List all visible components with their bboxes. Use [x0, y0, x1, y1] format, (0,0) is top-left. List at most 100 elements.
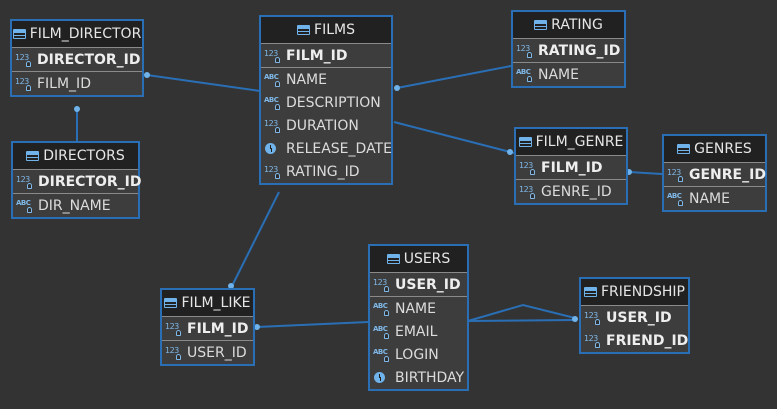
- column-name: USER_ID: [395, 276, 461, 293]
- number-type-icon: 123: [165, 346, 183, 360]
- column-row[interactable]: 123 DURATION: [261, 114, 391, 137]
- lock-icon: [176, 353, 181, 360]
- text-type-icon: ABC: [373, 302, 391, 316]
- column-name: EMAIL: [395, 323, 438, 340]
- table-title: RATING: [551, 17, 603, 33]
- primary-key-column[interactable]: 123 FRIEND_ID: [581, 329, 688, 352]
- column-name: BIRTHDAY: [395, 369, 465, 386]
- column-name: RATING_ID: [538, 42, 621, 59]
- link-film-genre-genres: [628, 171, 663, 175]
- link-endpoint: [507, 149, 513, 155]
- table-icon: [534, 20, 548, 30]
- column-name: FRIEND_ID: [606, 332, 689, 349]
- link-endpoint: [144, 72, 150, 78]
- number-type-icon: 123: [584, 334, 602, 348]
- table-icon: [677, 144, 691, 154]
- link-film-director-films: [146, 74, 261, 92]
- number-type-icon: 123: [519, 185, 537, 199]
- table-title: FILM_GENRE: [535, 134, 624, 150]
- column-name: DESCRIPTION: [286, 94, 381, 111]
- lock-icon: [384, 355, 389, 362]
- table-icon: [297, 25, 311, 35]
- table-title: FILM_DIRECTOR: [29, 26, 142, 42]
- table-icon: [12, 29, 26, 39]
- table-icon: [386, 254, 400, 264]
- number-type-icon: 123: [667, 168, 685, 182]
- column-name: RATING_ID: [286, 163, 360, 180]
- column-row[interactable]: ABC EMAIL: [370, 320, 467, 343]
- number-type-icon: 123: [264, 119, 282, 133]
- column-row[interactable]: BIRTHDAY: [370, 366, 467, 389]
- link-endpoint: [74, 106, 80, 112]
- table-header[interactable]: GENRES: [664, 136, 765, 163]
- table-header[interactable]: FILM_GENRE: [516, 129, 626, 156]
- column-row[interactable]: RELEASE_DATE: [261, 137, 392, 160]
- number-type-icon: 123: [519, 161, 537, 175]
- lock-icon: [678, 175, 683, 182]
- column-name: LOGIN: [395, 346, 439, 363]
- lock-icon: [27, 182, 32, 189]
- text-type-icon: ABC: [264, 73, 282, 87]
- table-title: FRIENDSHIP: [601, 284, 685, 300]
- table-header[interactable]: FRIENDSHIP: [581, 279, 688, 306]
- table-header[interactable]: FILM_LIKE: [162, 290, 253, 317]
- lock-icon: [27, 206, 32, 213]
- link-film-like-users: [256, 321, 369, 328]
- table-header[interactable]: FILM_DIRECTOR: [12, 21, 142, 48]
- table-header[interactable]: DIRECTORS: [13, 143, 138, 170]
- lock-icon: [275, 126, 280, 133]
- lock-icon: [176, 329, 181, 336]
- text-type-icon: ABC: [373, 325, 391, 339]
- lock-icon: [530, 168, 535, 175]
- link-endpoint: [254, 324, 260, 330]
- column-name: FILM_ID: [286, 47, 348, 64]
- column-row[interactable]: 123 GENRE_ID: [516, 180, 626, 203]
- date-type-icon: [264, 142, 282, 156]
- column-row[interactable]: 123 RATING_ID: [261, 160, 391, 183]
- table-title: USERS: [403, 251, 451, 267]
- column-name: DURATION: [286, 117, 359, 134]
- text-type-icon: ABC: [16, 199, 34, 213]
- table-header[interactable]: RATING: [513, 12, 624, 39]
- link-endpoint: [394, 85, 400, 91]
- table-header[interactable]: FILMS: [261, 17, 391, 44]
- number-type-icon: 123: [264, 165, 282, 179]
- column-name: DIRECTOR_ID: [38, 173, 142, 190]
- number-type-icon: 123: [15, 77, 33, 91]
- table-icon: [164, 298, 178, 308]
- table-header[interactable]: USERS: [370, 246, 467, 273]
- column-name: GENRE_ID: [541, 183, 612, 200]
- link-users-friendship-user: [467, 303, 576, 322]
- link-films-rating: [396, 65, 512, 89]
- date-type-icon: [373, 371, 391, 385]
- text-type-icon: ABC: [516, 68, 534, 82]
